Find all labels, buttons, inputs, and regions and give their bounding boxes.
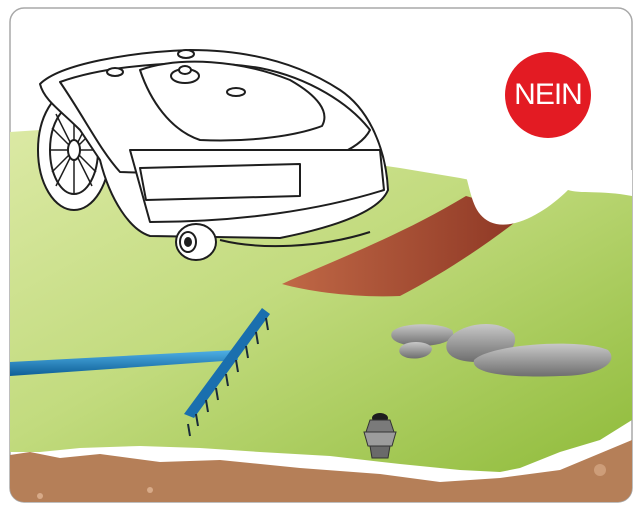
nein-badge: NEIN <box>505 52 591 138</box>
soil-pebble <box>37 493 43 499</box>
soil-pebble <box>594 464 606 476</box>
nein-badge-label: NEIN <box>514 78 582 112</box>
soil-pebble <box>147 487 153 493</box>
